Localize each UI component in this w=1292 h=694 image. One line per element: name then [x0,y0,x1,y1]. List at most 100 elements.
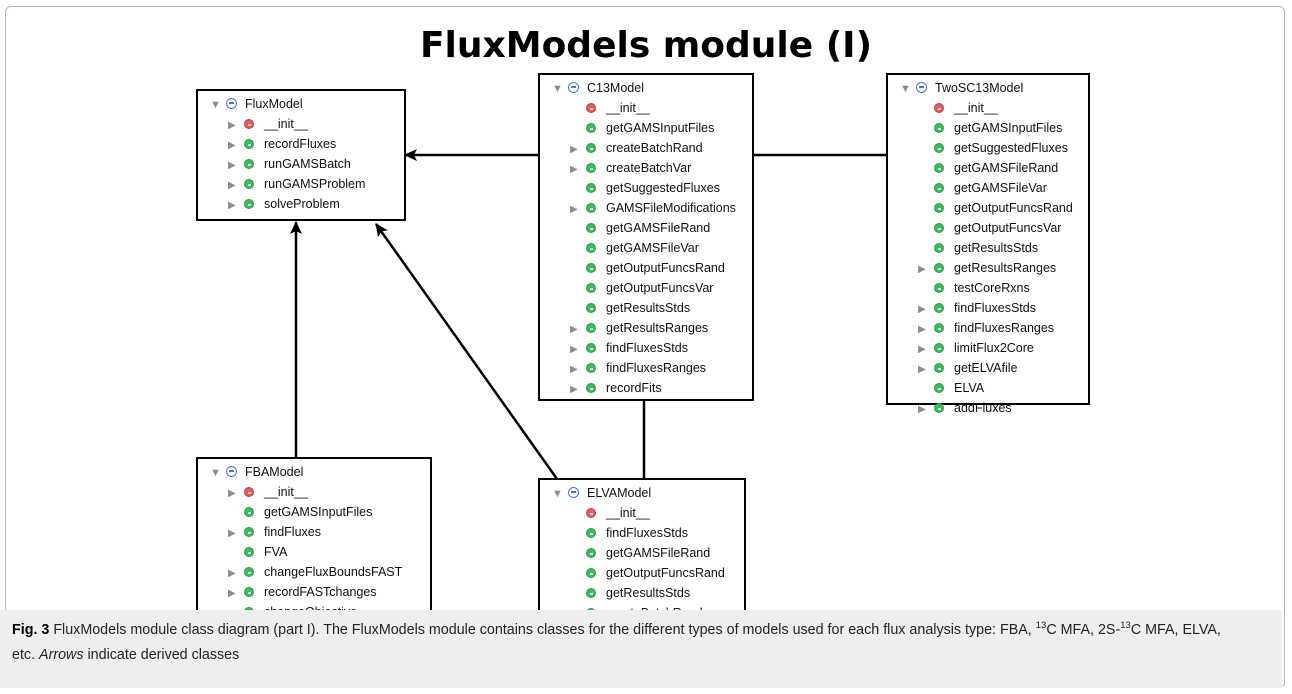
fluxmodel-header[interactable]: ▼FluxModel [198,94,404,114]
method-row[interactable]: findFluxesStds [540,523,744,543]
diagram-title: FluxModels module (I) [419,25,873,66]
collapse-right-triangle-icon[interactable]: ▶ [918,324,926,335]
collapse-right-triangle-icon[interactable]: ▶ [918,264,926,275]
method-row[interactable]: getSuggestedFluxes [540,178,752,198]
method-row[interactable]: ▶limitFlux2Core [888,338,1088,358]
method-row[interactable]: FVA [198,542,430,562]
method-row[interactable]: ▶recordFits [540,378,752,398]
collapse-right-triangle-icon[interactable]: ▶ [570,144,578,155]
public-method-icon [586,122,596,133]
public-method-icon [586,202,596,213]
method-row[interactable]: ELVA [888,378,1088,398]
method-name: testCoreRxns [954,281,1030,295]
expand-down-triangle-icon[interactable]: ▼ [552,488,563,500]
method-name: getResultsRanges [606,321,709,335]
collapse-right-triangle-icon[interactable]: ▶ [228,140,236,151]
expand-down-triangle-icon[interactable]: ▼ [210,99,221,111]
method-row[interactable]: testCoreRxns [888,278,1088,298]
method-name: findFluxes [264,525,321,539]
method-row[interactable]: ▶runGAMSProblem [198,174,404,194]
collapse-right-triangle-icon[interactable]: ▶ [918,344,926,355]
method-row[interactable]: ▶findFluxesStds [888,298,1088,318]
method-row[interactable]: ▶ getResultsRanges [540,318,752,338]
expand-down-triangle-icon[interactable]: ▼ [210,467,221,479]
method-row[interactable]: ▶ findFluxes [198,522,430,542]
method-row[interactable]: getResultsStds [540,298,752,318]
class-name: C13Model [587,81,644,95]
method-row[interactable]: ▶recordFluxes [198,134,404,154]
method-name: getGAMSInputFiles [606,121,715,135]
collapse-right-triangle-icon[interactable]: ▶ [228,488,236,499]
collapse-right-triangle-icon[interactable]: ▶ [228,528,236,539]
method-row[interactable]: getGAMSInputFiles [540,118,752,138]
collapse-right-triangle-icon[interactable]: ▶ [918,364,926,375]
method-row[interactable]: getGAMSFileVar [540,238,752,258]
public-method-icon [586,182,596,193]
c13model-header[interactable]: ▼ C13Model [540,78,752,98]
method-row[interactable]: ▶findFluxesStds [540,338,752,358]
method-row[interactable]: ▶recordFASTchanges [198,582,430,602]
collapse-right-triangle-icon[interactable]: ▶ [570,164,578,175]
method-name: __init__ [606,506,650,520]
method-name: __init__ [606,101,650,115]
method-row[interactable]: ▶getResultsRanges [888,258,1088,278]
public-method-icon [586,527,596,538]
method-name: getGAMSFileRand [606,546,711,560]
method-row[interactable]: getOutputFuncsRand [540,563,744,583]
method-row[interactable]: getOutputFuncsVar [888,218,1088,238]
method-row[interactable]: ▶__init__ [198,482,430,502]
method-row[interactable]: ▶runGAMSBatch [198,154,404,174]
method-row[interactable]: ▶__init__ [198,114,404,134]
expand-down-triangle-icon[interactable]: ▼ [552,83,563,95]
method-row[interactable]: __init__ [540,98,752,118]
method-row[interactable]: getOutputFuncsVar [540,278,752,298]
collapse-right-triangle-icon[interactable]: ▶ [228,120,236,131]
method-row[interactable]: ▶solveProblem [198,194,404,214]
method-row[interactable]: getOutputFuncsRand [540,258,752,278]
public-method-icon [934,242,944,253]
method-row[interactable]: getGAMSInputFiles [888,118,1088,138]
collapse-right-triangle-icon[interactable]: ▶ [570,364,578,375]
method-row[interactable]: getOutputFuncsRand [888,198,1088,218]
method-row[interactable]: getResultsStds [540,583,744,603]
method-row[interactable]: ▶createBatchRand [540,138,752,158]
method-row[interactable]: ▶findFluxesRanges [888,318,1088,338]
collapse-right-triangle-icon[interactable]: ▶ [918,304,926,315]
method-row[interactable]: ▶addFluxes [888,398,1088,418]
class-name: ELVAModel [587,486,652,500]
method-row[interactable]: ▶createBatchVar [540,158,752,178]
class-box-fluxmodel: ▼FluxModel▶__init__▶recordFluxes▶runGAMS… [196,89,406,221]
method-name: FVA [264,545,288,559]
collapse-right-triangle-icon[interactable]: ▶ [228,568,236,579]
public-method-icon [586,302,596,313]
collapse-right-triangle-icon[interactable]: ▶ [570,324,578,335]
method-row[interactable]: ▶GAMSFileModifications [540,198,752,218]
method-row[interactable]: ▶ findFluxesRanges [540,358,752,378]
method-row[interactable]: ▶changeFluxBoundsFAST [198,562,430,582]
fbamodel-header[interactable]: ▼FBAModel [198,462,430,482]
method-row[interactable]: getGAMSFileVar [888,178,1088,198]
private-method-icon [586,507,596,518]
collapse-right-triangle-icon[interactable]: ▶ [228,180,236,191]
collapse-right-triangle-icon[interactable]: ▶ [570,384,578,395]
method-name: getGAMSFileVar [954,181,1047,195]
elvamodel-header[interactable]: ▼ ELVAModel [540,483,744,503]
expand-down-triangle-icon[interactable]: ▼ [900,83,911,95]
method-row[interactable]: getGAMSInputFiles [198,502,430,522]
collapse-right-triangle-icon[interactable]: ▶ [918,404,926,415]
method-row[interactable]: __init__ [540,503,744,523]
collapse-right-triangle-icon[interactable]: ▶ [228,160,236,171]
collapse-right-triangle-icon[interactable]: ▶ [570,344,578,355]
twosc13model-header[interactable]: ▼TwoSC13Model [888,78,1088,98]
method-row[interactable]: getGAMSFileRand [540,543,744,563]
method-row[interactable]: __init__ [888,98,1088,118]
method-name: findFluxesRanges [606,361,707,375]
collapse-right-triangle-icon[interactable]: ▶ [570,204,578,215]
method-row[interactable]: getGAMSFileRand [888,158,1088,178]
method-row[interactable]: getResultsStds [888,238,1088,258]
collapse-right-triangle-icon[interactable]: ▶ [228,588,236,599]
method-row[interactable]: getGAMSFileRand [540,218,752,238]
method-row[interactable]: ▶getELVAfile [888,358,1088,378]
collapse-right-triangle-icon[interactable]: ▶ [228,200,236,211]
method-row[interactable]: getSuggestedFluxes [888,138,1088,158]
